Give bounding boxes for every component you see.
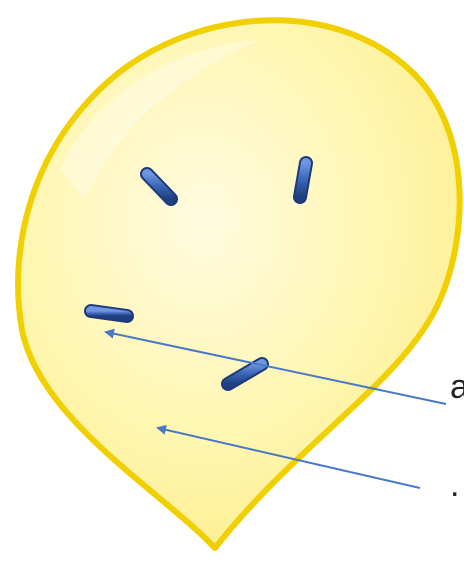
particle-rod-2 — [300, 163, 306, 197]
particle-rod-3 — [91, 311, 127, 316]
label-a: a — [450, 370, 464, 404]
droplet-shape — [18, 20, 460, 548]
label-b: . — [450, 468, 459, 502]
